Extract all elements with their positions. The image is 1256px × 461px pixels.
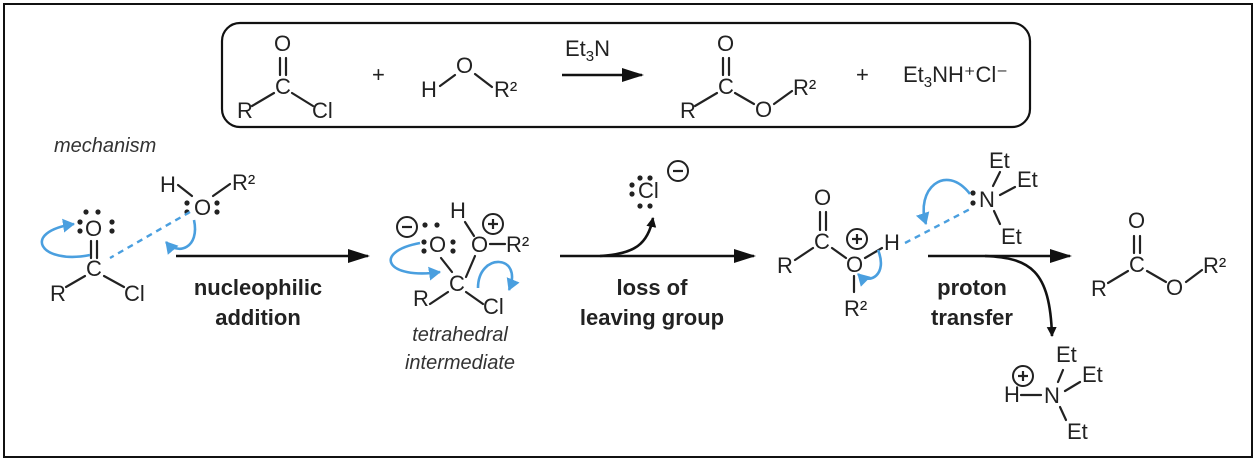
atom-r: R <box>680 98 696 123</box>
overall-reaction-arrow: Et3N <box>562 36 644 82</box>
atom-et: Et <box>1056 342 1077 367</box>
triethylammonium-ion: H N Et Et Et <box>1004 342 1103 444</box>
atom-r2: R² <box>793 75 816 100</box>
atom-h: H <box>421 77 437 102</box>
atom-o: O <box>1128 208 1145 233</box>
mechanism-label: mechanism <box>54 135 156 157</box>
reaction-arrow-icon <box>599 217 657 258</box>
final-ester-product: O C R O R² <box>1091 208 1226 301</box>
atom-r: R <box>413 286 429 311</box>
formal-charge-circle-icon <box>396 216 418 238</box>
atom-cl: Cl <box>638 178 659 203</box>
intermediate-label: tetrahedral <box>412 324 508 346</box>
atom-et: Et <box>1001 224 1022 249</box>
atom-o: O <box>814 185 831 210</box>
atom-r: R <box>777 253 793 278</box>
atom-c: C <box>1129 252 1145 277</box>
step-label: addition <box>215 305 301 330</box>
atom-c: C <box>814 229 830 254</box>
atom-n: N <box>979 187 995 212</box>
atom-r2: R² <box>1203 253 1226 278</box>
atom-r2: R² <box>844 296 867 321</box>
curved-arrow-icon <box>476 260 520 291</box>
atom-r: R <box>237 98 253 123</box>
atom-cl: Cl <box>483 294 504 319</box>
atom-o: O <box>846 252 863 277</box>
plus-sign-1: + <box>372 62 385 87</box>
reaction-arrow-icon <box>984 254 1057 337</box>
step-label: leaving group <box>580 305 724 330</box>
step-proton-transfer: proton transfer <box>928 249 1072 337</box>
lone-pair-dots-icon <box>970 190 976 206</box>
reagent-label: Et3N <box>565 36 610 65</box>
chloride-ion: Cl <box>629 160 689 209</box>
atom-c: C <box>718 74 734 99</box>
mechanism-alcohol: H O R² <box>109 170 255 260</box>
atom-et: Et <box>1017 167 1038 192</box>
atom-o: O <box>1166 275 1183 300</box>
overall-reaction-box: O C R Cl + H O R² Et3N O C <box>220 21 1032 129</box>
atom-h: H <box>160 172 176 197</box>
curved-arrow-icon <box>165 219 197 255</box>
atom-o: O <box>755 97 772 122</box>
step-label: transfer <box>931 305 1013 330</box>
atom-h: H <box>450 198 466 223</box>
atom-o: O <box>456 53 473 78</box>
atom-c: C <box>275 74 291 99</box>
atom-r2: R² <box>506 232 529 257</box>
lone-pair-dots-icon <box>421 222 456 254</box>
step-loss-of-leaving-group: loss of leaving group Cl <box>560 160 756 330</box>
curved-arrow-icon <box>389 241 441 281</box>
atom-cl: Cl <box>124 281 145 306</box>
atom-cl: Cl <box>312 98 333 123</box>
formal-charge-circle-icon <box>482 213 504 235</box>
forming-bond <box>904 206 973 245</box>
atom-r2: R² <box>494 77 517 102</box>
curved-arrow-icon <box>915 178 972 225</box>
atom-h: H <box>884 230 900 255</box>
byproduct-label: Et3NH⁺Cl⁻ <box>903 62 1008 91</box>
formal-charge-circle-icon <box>1012 365 1034 387</box>
acyl-chloride-reactant: O C R Cl <box>237 31 333 123</box>
intermediate-label: intermediate <box>405 352 515 374</box>
atom-et: Et <box>1067 419 1088 444</box>
atom-c: C <box>449 271 465 296</box>
formal-charge-circle-icon <box>667 160 689 182</box>
atom-o: O <box>471 232 488 257</box>
step-label: loss of <box>617 275 689 300</box>
step-nucleophilic-addition: nucleophilic addition <box>176 249 370 330</box>
mechanism-acyl-chloride: O C R Cl <box>40 209 145 306</box>
triethylamine-base: N Et Et Et <box>904 148 1038 249</box>
lone-pair-dots-icon <box>77 209 115 234</box>
atom-et: Et <box>989 148 1010 173</box>
atom-o: O <box>429 232 446 257</box>
forming-bond <box>109 210 191 260</box>
atom-r: R <box>50 281 66 306</box>
plus-sign-2: + <box>856 62 869 87</box>
atom-o: O <box>274 31 291 56</box>
ester-product: O C R O R² <box>680 31 816 123</box>
atom-o: O <box>194 195 211 220</box>
atom-o: O <box>85 216 102 241</box>
tetrahedral-intermediate: O C R Cl H O R² tetrahedral intermediate <box>389 198 529 374</box>
atom-n: N <box>1044 383 1060 408</box>
atom-c: C <box>86 256 102 281</box>
formal-charge-circle-icon <box>846 228 868 250</box>
atom-r: R <box>1091 276 1107 301</box>
alcohol-reactant: H O R² <box>421 53 517 102</box>
atom-et: Et <box>1082 362 1103 387</box>
lone-pair-dots-icon <box>629 175 653 209</box>
atom-r2: R² <box>232 170 255 195</box>
curved-arrow-icon <box>40 218 91 259</box>
curved-arrow-icon <box>857 249 883 287</box>
atom-h: H <box>1004 382 1020 407</box>
atom-o: O <box>717 31 734 56</box>
protonated-ester: O C R O H R² <box>777 185 900 321</box>
step-label: proton <box>937 275 1007 300</box>
step-label: nucleophilic <box>194 275 322 300</box>
